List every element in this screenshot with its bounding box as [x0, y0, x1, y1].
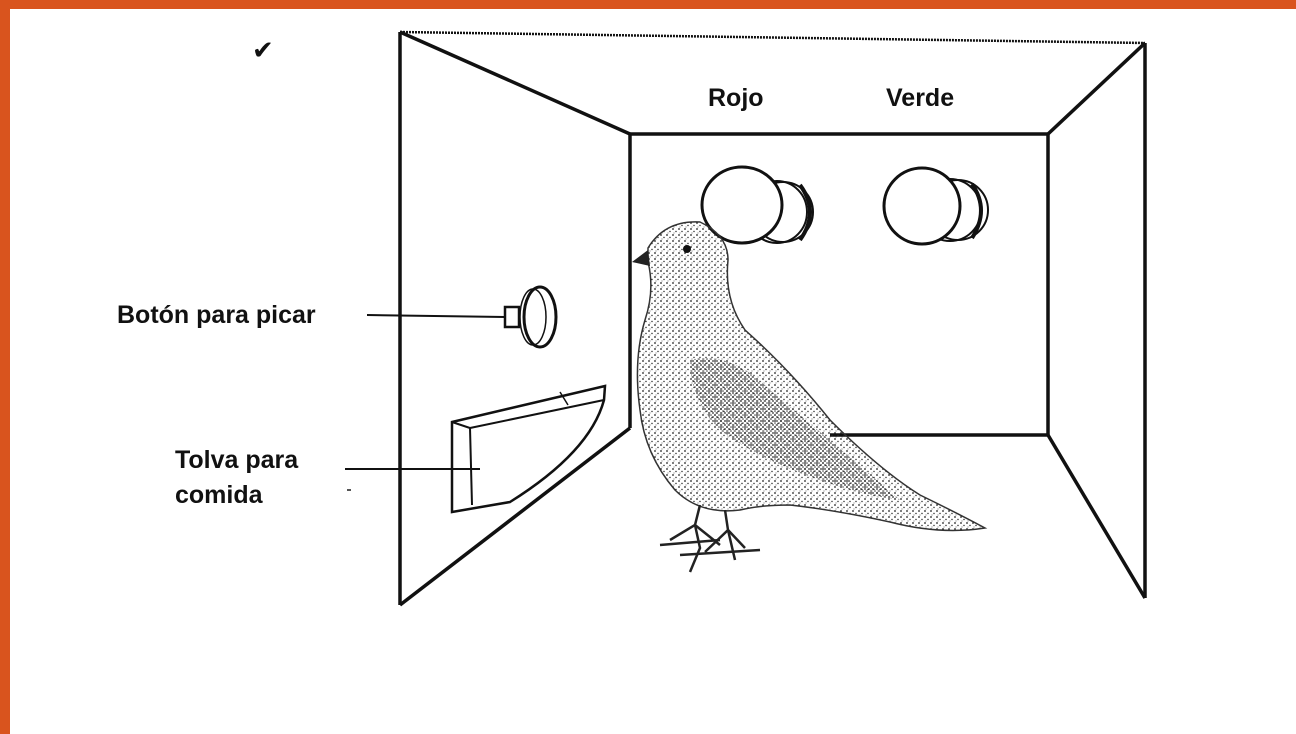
label-tolva-line1: Tolva para — [175, 443, 298, 477]
red-light — [702, 167, 813, 243]
pigeon — [632, 222, 985, 572]
food-hopper — [452, 386, 605, 512]
green-light — [884, 168, 988, 244]
leader-line-boton — [367, 315, 505, 317]
label-rojo: Rojo — [708, 81, 764, 115]
checkmark-icon: ✔ — [252, 36, 274, 66]
label-verde: Verde — [886, 81, 954, 115]
box-right-wall — [1048, 43, 1145, 598]
label-tolva-line2: comida — [175, 478, 263, 512]
label-boton-para-picar: Botón para picar — [117, 298, 316, 332]
pecking-key — [505, 287, 556, 347]
